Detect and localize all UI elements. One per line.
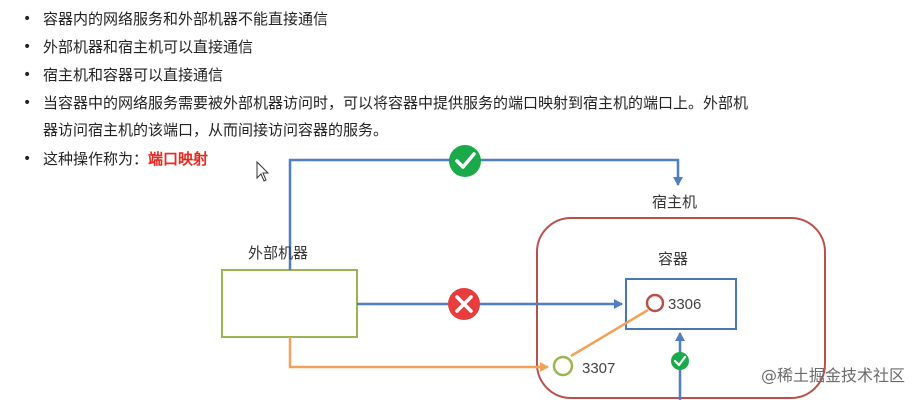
- host-label: 宿主机: [652, 194, 697, 211]
- bullet-item-5: 这种操作称为：端口映射: [23, 150, 209, 168]
- host-port-to-container-port-line: [570, 308, 649, 358]
- small-check-circle-icon: [671, 352, 689, 370]
- bullet-item-4-continued: 器访问宿主机的该端口，从而间接访问容器的服务。: [43, 121, 389, 139]
- container-port-label: 3306: [668, 296, 701, 313]
- bullet-item-3: 宿主机和容器可以直接通信: [23, 66, 223, 84]
- external-machine-box: [221, 269, 358, 338]
- cross-circle-icon: [448, 288, 480, 320]
- host-port-label: 3307: [582, 360, 615, 377]
- external-to-host-arrow: [288, 158, 683, 270]
- bullet-item-2: 外部机器和宿主机可以直接通信: [23, 38, 253, 56]
- container-box: [625, 278, 737, 330]
- port-mapping-highlight: 端口映射: [148, 150, 209, 168]
- host-port-circle: [552, 355, 574, 377]
- watermark: @稀土掘金技术社区: [760, 366, 905, 385]
- bullet-item-5-prefix: 这种操作称为：: [43, 150, 149, 168]
- container-label: 容器: [658, 251, 688, 268]
- check-circle-icon: [449, 145, 481, 177]
- mouse-cursor-icon: [256, 160, 270, 182]
- external-to-host-port-arrow: [288, 337, 549, 372]
- external-machine-label: 外部机器: [248, 245, 308, 262]
- bullet-item-4: 当容器中的网络服务需要被外部机器访问时，可以将容器中提供服务的端口映射到宿主机的…: [23, 94, 748, 112]
- bullet-item-1: 容器内的网络服务和外部机器不能直接通信: [23, 10, 328, 28]
- container-port-circle: [645, 293, 665, 313]
